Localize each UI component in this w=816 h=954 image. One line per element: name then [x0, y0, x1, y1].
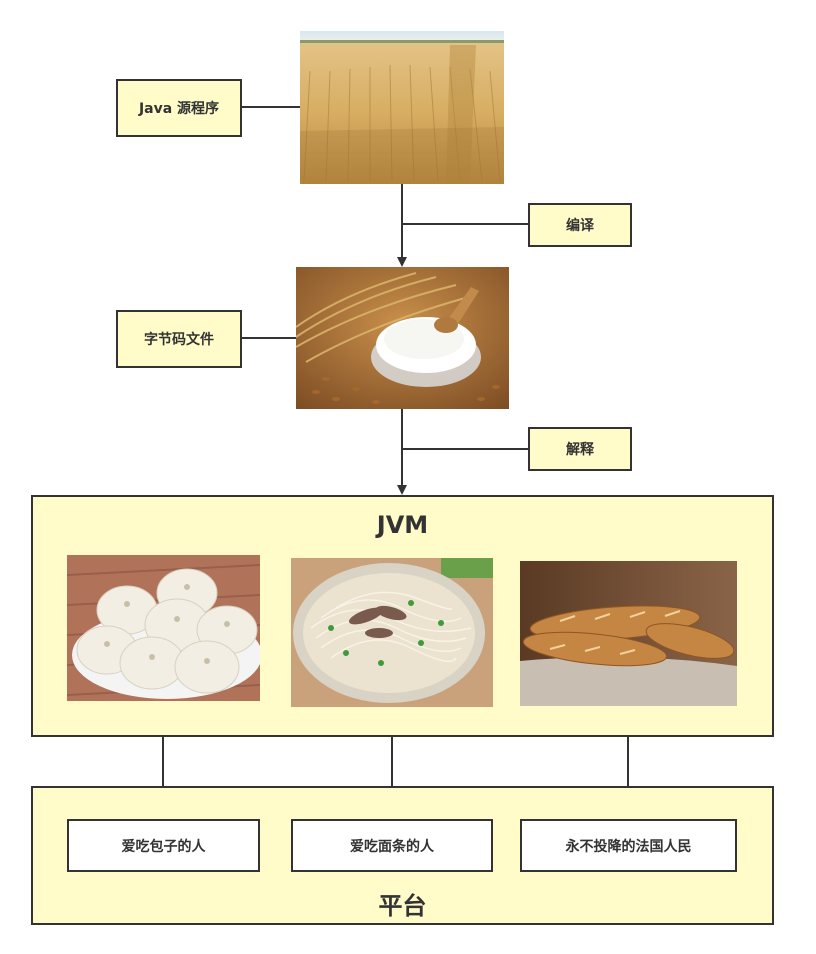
- noodle-people-box: 爱吃面条的人: [291, 819, 493, 872]
- bytecode-box: 字节码文件: [116, 310, 242, 368]
- french-people-box: 永不投降的法国人民: [520, 819, 737, 872]
- java-source-label: Java 源程序: [138, 101, 220, 117]
- baozi-people-box: 爱吃包子的人: [67, 819, 260, 872]
- interpret-label: 解释: [566, 442, 594, 458]
- interpret-box: 解释: [528, 427, 632, 471]
- java-source-box: Java 源程序: [116, 79, 242, 137]
- noodle-people-label: 爱吃面条的人: [350, 838, 434, 855]
- jvm-title: JVM: [376, 511, 429, 539]
- wheat-field-image: [300, 31, 504, 184]
- baozi-people-label: 爱吃包子的人: [121, 838, 206, 855]
- compile-box: 编译: [528, 203, 632, 247]
- noodles-image: [291, 558, 493, 707]
- french-people-label: 永不投降的法国人民: [565, 838, 692, 855]
- bytecode-label: 字节码文件: [144, 332, 214, 348]
- baozi-image: [67, 555, 260, 701]
- compile-label: 编译: [566, 218, 594, 234]
- baguette-image: [520, 561, 737, 706]
- platform-title: 平台: [378, 892, 427, 920]
- flour-image: [296, 267, 509, 409]
